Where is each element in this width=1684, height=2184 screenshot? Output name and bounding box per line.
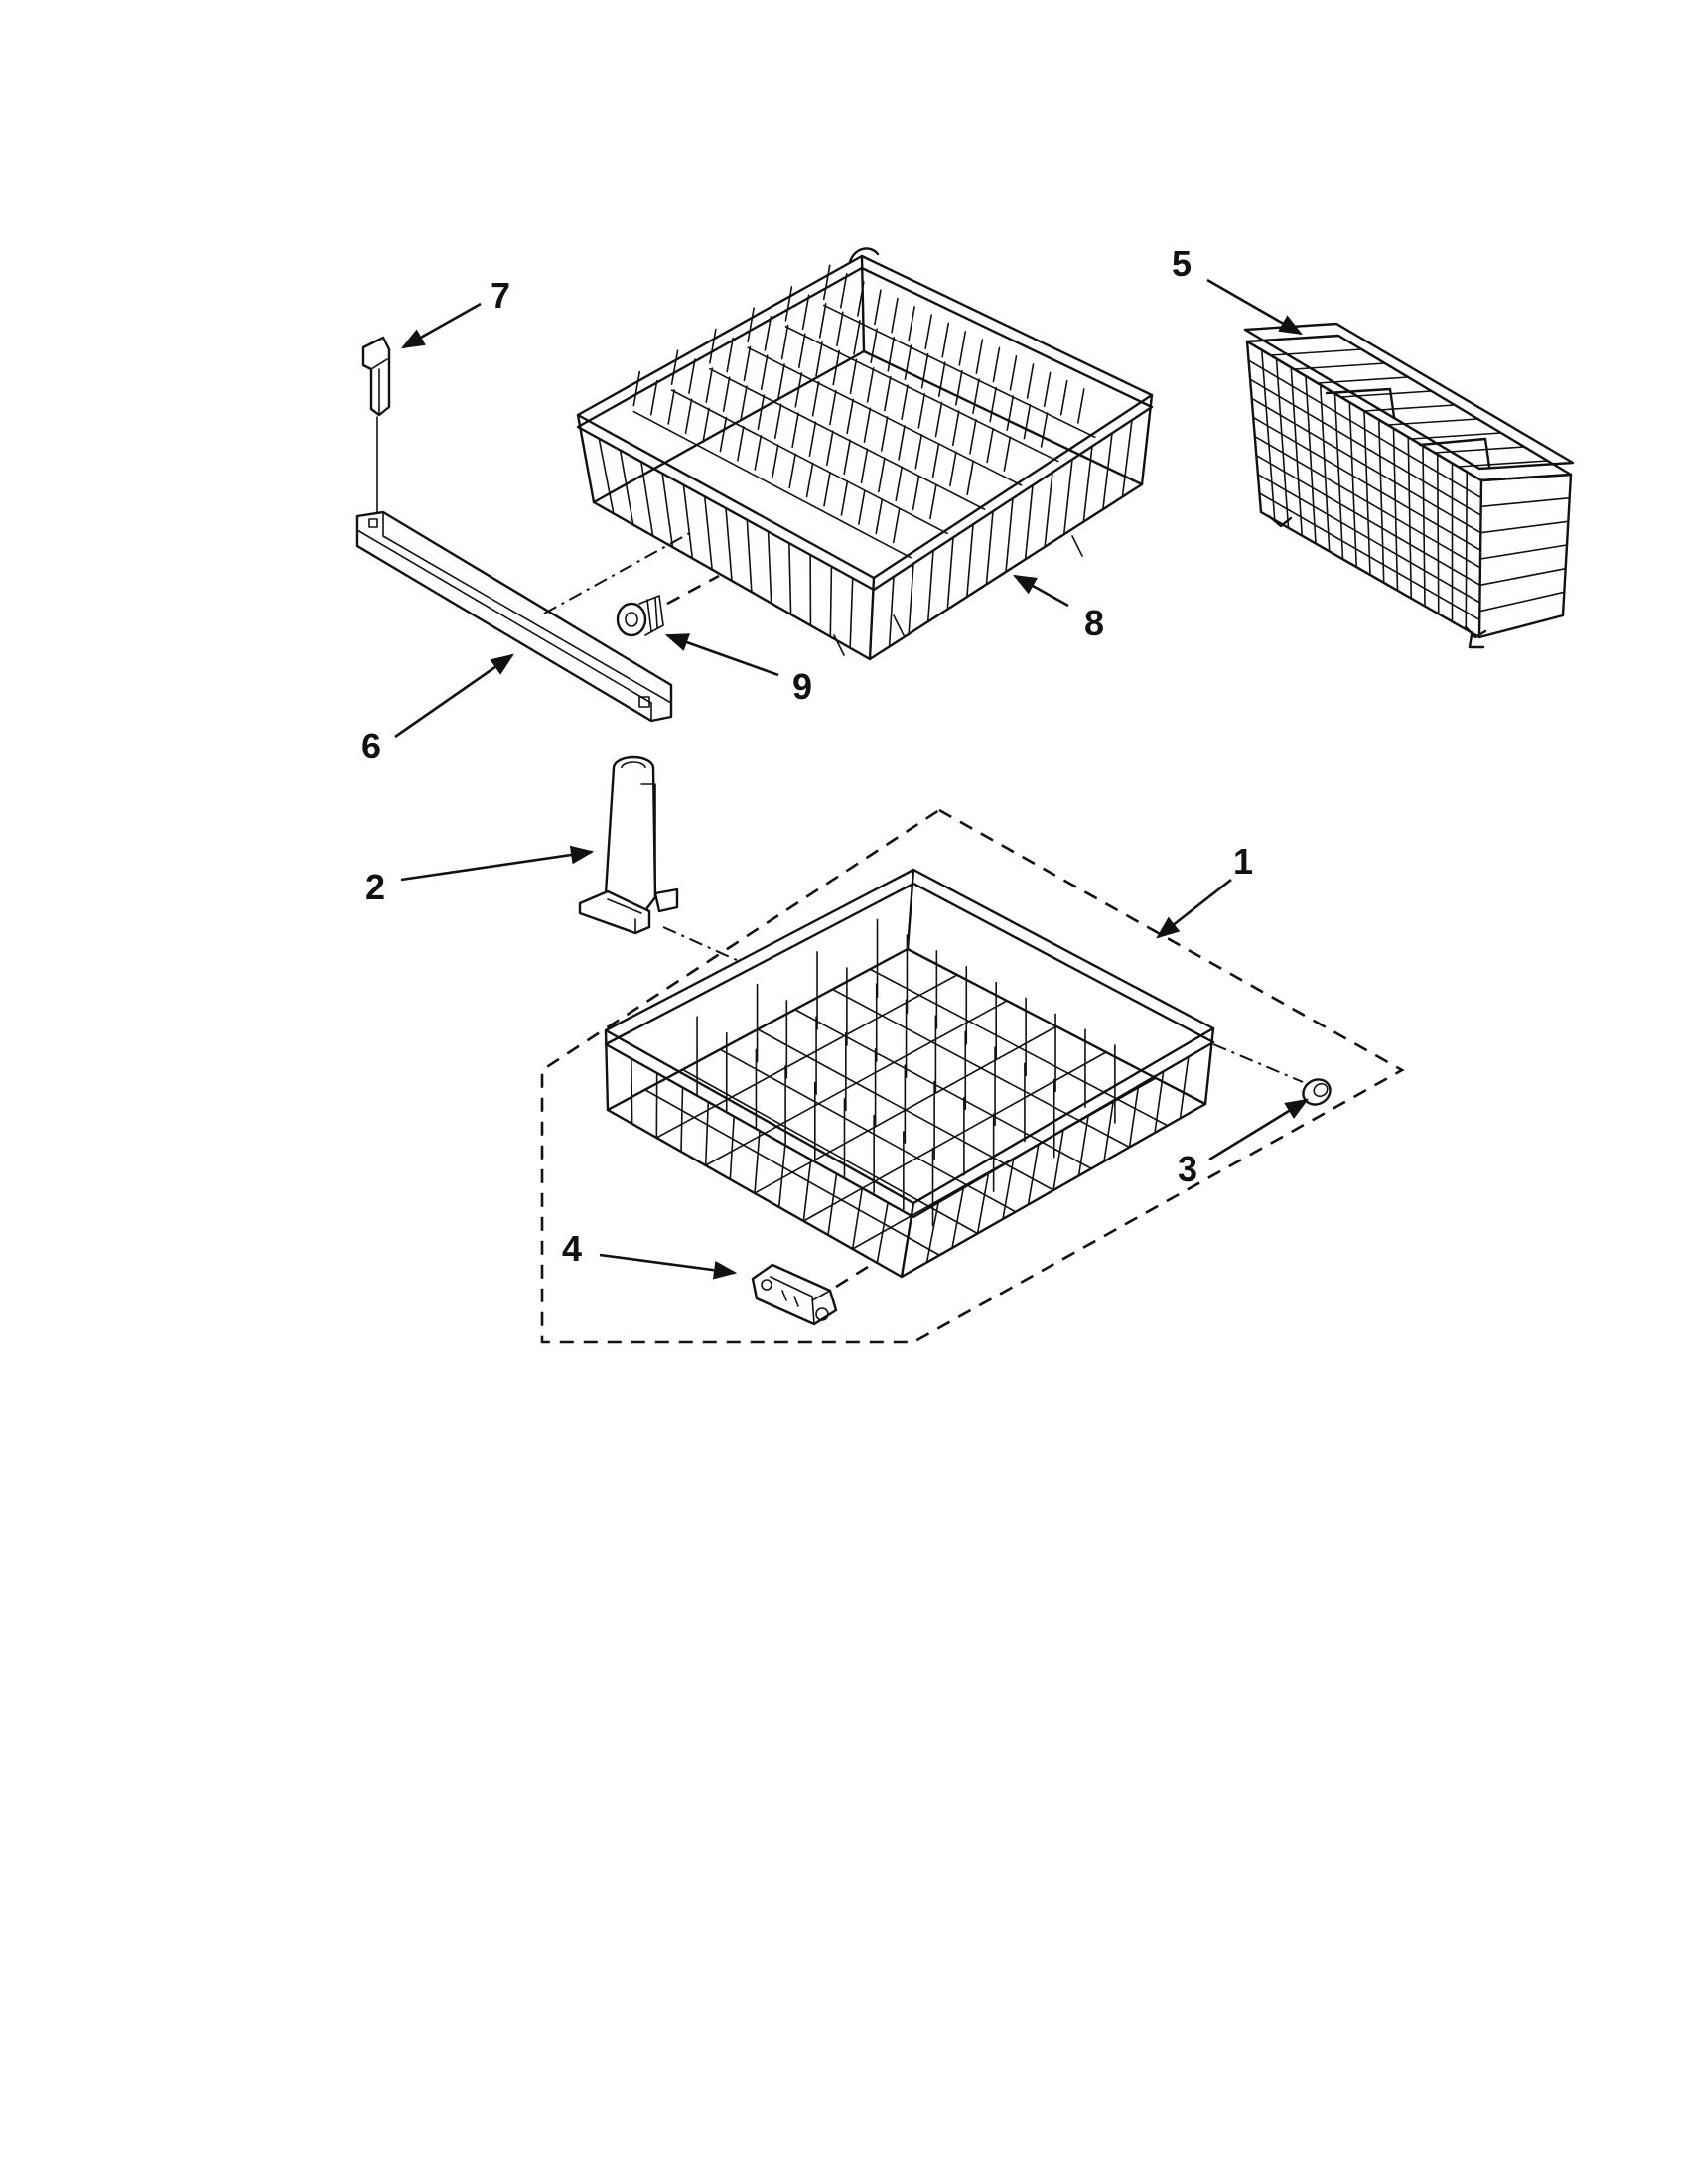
- leader-8: [1012, 574, 1069, 608]
- leader-9: [664, 633, 779, 677]
- leader-2: [400, 845, 595, 882]
- track-rail-icon: [355, 510, 673, 723]
- callout-1: 1: [1233, 841, 1253, 882]
- silverware-basket-icon: [1243, 322, 1575, 649]
- upper-wheel-icon: [616, 595, 664, 637]
- callout-9: 9: [792, 666, 812, 707]
- callout-arrows: [394, 278, 1309, 1280]
- callout-6: 6: [361, 726, 381, 766]
- callout-3: 3: [1178, 1149, 1197, 1189]
- leader-4: [599, 1253, 738, 1280]
- leader-1: [1156, 878, 1232, 939]
- callout-8: 8: [1084, 603, 1104, 643]
- leader-5: [1206, 278, 1304, 336]
- rack-wheel-icon: [1302, 1078, 1332, 1106]
- spray-tube-icon: [578, 755, 679, 935]
- wheel-clip-icon: [751, 1263, 838, 1326]
- upper-dishrack-icon: [576, 247, 1154, 661]
- lower-dishrack-icon: [540, 808, 1405, 1344]
- callout-5: 5: [1172, 243, 1192, 284]
- leader-6: [394, 653, 514, 739]
- leader-3: [1208, 1098, 1309, 1161]
- track-stop-icon: [361, 336, 391, 519]
- callout-7: 7: [491, 275, 510, 316]
- callout-2: 2: [365, 867, 385, 907]
- leader-7: [400, 302, 482, 349]
- callout-4: 4: [562, 1228, 582, 1269]
